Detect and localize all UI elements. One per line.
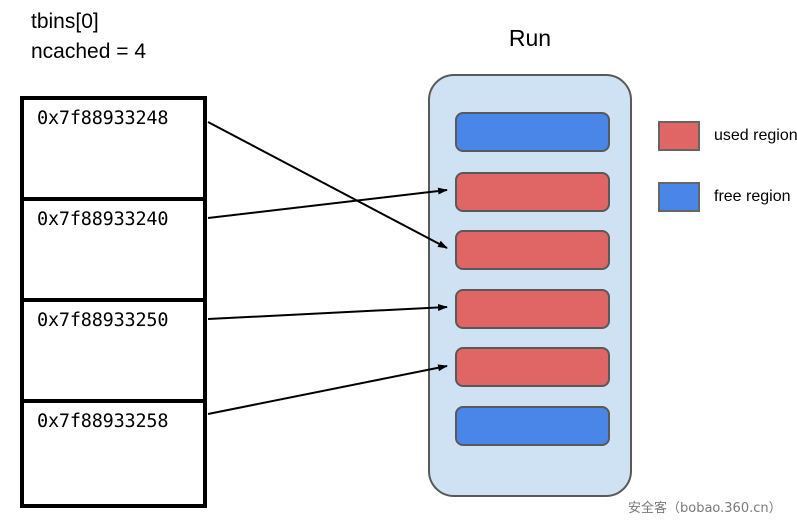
pointer-arrow-2 [207,303,448,320]
pointer-arrow-0 [207,121,448,249]
pointer-arrow-3 [207,364,448,415]
tcache-entry-address: 0x7f88933250 [37,310,169,331]
pointer-arrow-1 [207,187,448,219]
run-region-block-4 [455,347,610,387]
legend-label-free: free region [714,188,791,205]
table-row: 0x7f88933258 [24,403,203,504]
run-container [428,74,632,497]
run-region-block-5 [455,406,610,446]
legend-swatch-used-icon [658,121,700,151]
watermark: 安全客（bobao.360.cn） [628,501,782,516]
table-row: 0x7f88933250 [24,302,203,403]
run-region-block-1 [455,172,610,212]
table-row: 0x7f88933248 [24,100,203,201]
table-row: 0x7f88933240 [24,201,203,302]
legend-item-used-region: used region [658,121,797,151]
legend-label-used: used region [714,127,797,144]
run-region-block-0 [455,112,610,152]
run-region-block-2 [455,230,610,270]
tcache-entry-address: 0x7f88933258 [37,411,169,432]
ncached-label: ncached = 4 [31,40,147,63]
tcache-bin-table: 0x7f88933248 0x7f88933240 0x7f88933250 0… [20,96,207,508]
legend-item-free-region: free region [658,182,791,212]
tbins-label: tbins[0] [31,10,99,33]
run-region-block-3 [455,289,610,329]
tcache-entry-address: 0x7f88933240 [37,209,169,230]
tcache-entry-address: 0x7f88933248 [37,108,169,129]
run-title: Run [508,25,552,51]
legend-swatch-free-icon [658,182,700,212]
